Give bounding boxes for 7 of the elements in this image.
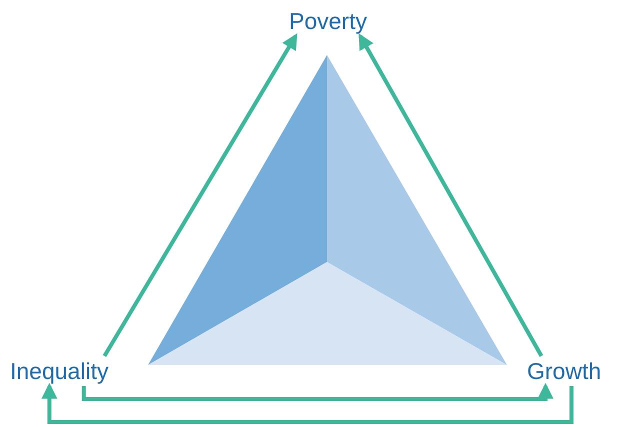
arrow [358, 33, 544, 357]
node-label: Poverty [289, 7, 367, 36]
arrow [102, 33, 298, 358]
node-label: Growth [527, 357, 602, 386]
arrow [41, 382, 574, 424]
arrow [82, 382, 554, 401]
node-label: Inequality [10, 357, 108, 386]
